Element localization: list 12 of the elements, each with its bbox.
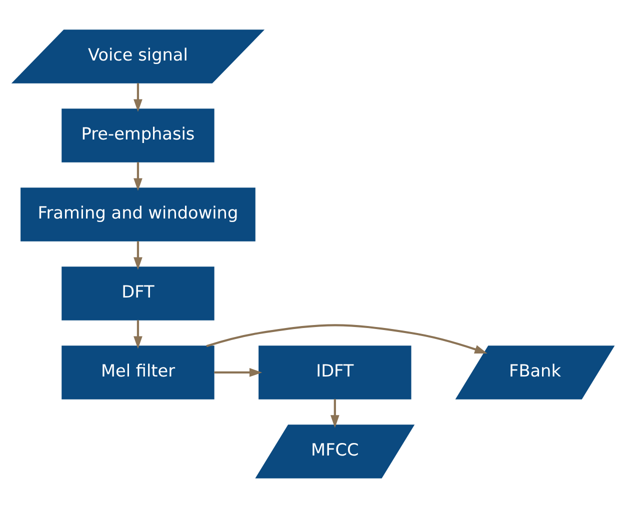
arrow [134,162,142,190]
node-box: Mel filter [62,345,214,399]
node-box: Pre-emphasis [62,108,214,162]
node-box: DFT [62,266,214,320]
node-box: IDFT [258,345,412,399]
arrow [206,324,488,354]
arrow [134,240,142,270]
arrow [134,320,142,348]
arrow [134,82,142,112]
arrow [330,398,340,428]
arrow [214,368,262,376]
node-box: Framing and windowing [20,187,256,241]
